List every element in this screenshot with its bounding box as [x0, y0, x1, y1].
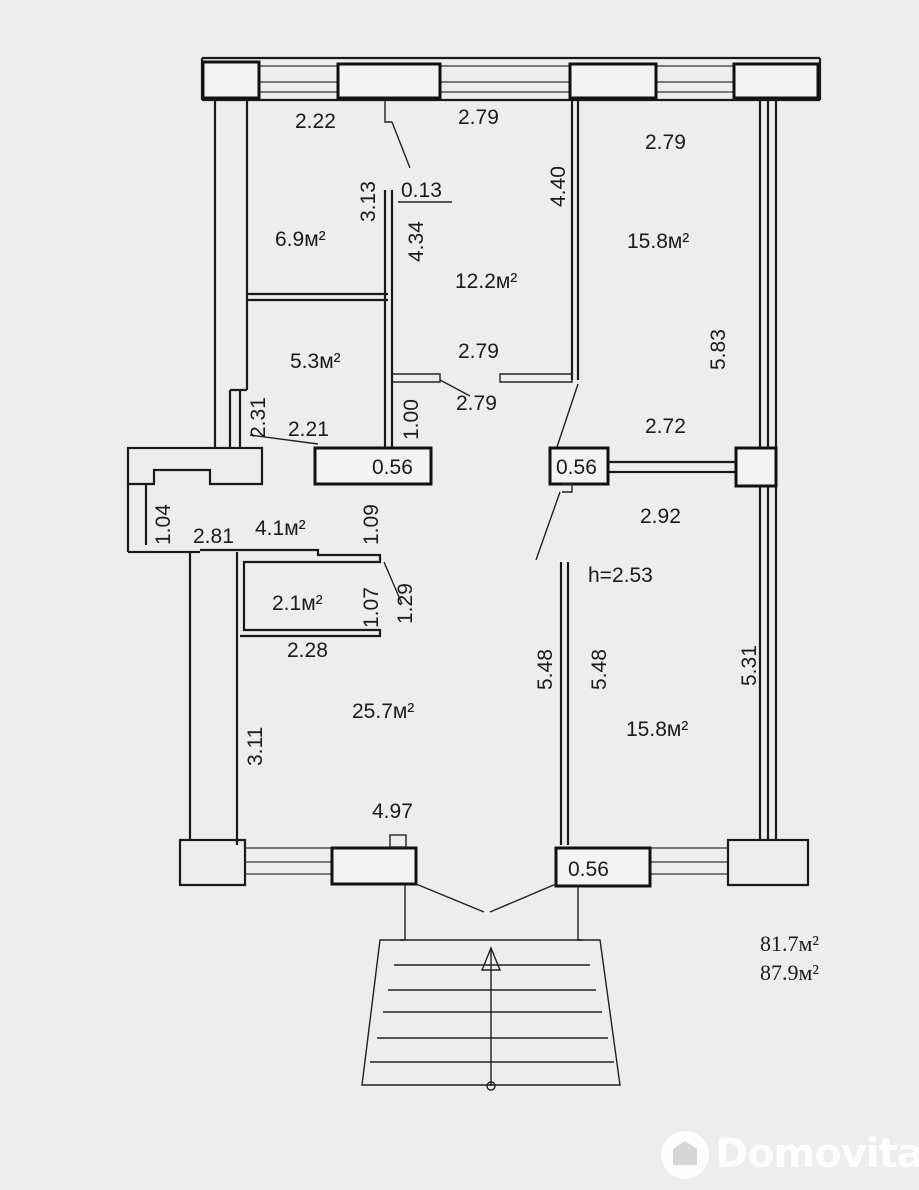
dimension-label: 2.21: [288, 418, 329, 441]
watermark-text: Domovita: [715, 1131, 919, 1177]
room-area-label: 15.8м²: [626, 718, 688, 741]
area-totals: 81.7м² 87.9м²: [760, 931, 819, 985]
dimension-label: 2.79: [456, 392, 497, 415]
room-labels: 6.9м² 12.2м² 15.8м² 5.3м² 4.1м² 2.1м² 25…: [255, 228, 689, 741]
dimension-label: 2.92: [640, 505, 681, 528]
ceiling-height-label: h=2.53: [588, 564, 653, 587]
dimension-label: 1.09: [360, 504, 383, 545]
dimension-label: 2.79: [458, 106, 499, 129]
dimension-label: 1.00: [400, 399, 423, 440]
dimension-label: 5.48: [534, 649, 557, 690]
dimension-label: 0.56: [556, 456, 597, 479]
room-area-label: 15.8м²: [627, 230, 689, 253]
room-area-label: 25.7м²: [352, 700, 414, 723]
room-area-label: 12.2м²: [455, 270, 517, 293]
interior-walls: [200, 100, 736, 913]
dimension-label: 2.79: [645, 131, 686, 154]
total-area: 87.9м²: [760, 960, 819, 985]
entrance-stairs: [361, 885, 621, 1091]
room-area-label: 2.1м²: [272, 592, 323, 615]
dimension-label: 3.11: [244, 727, 267, 766]
dimension-label: 1.29: [394, 583, 417, 624]
dimension-label: 5.48: [588, 649, 611, 690]
dimension-label: 2.79: [458, 340, 499, 363]
dimension-label: 2.28: [287, 639, 328, 662]
dimension-label: 0.56: [568, 858, 609, 881]
living-area-total: 81.7м²: [760, 931, 819, 956]
dimension-label: 2.81: [193, 525, 234, 548]
dimension-label: 5.31: [738, 645, 761, 686]
dimension-label: 2.72: [645, 415, 686, 438]
dimension-label: 5.83: [707, 329, 730, 370]
outer-walls: [126, 56, 822, 888]
dimension-label: 0.56: [372, 456, 413, 479]
dimension-label: 4.34: [405, 221, 428, 262]
dimension-label: 2.31: [247, 397, 270, 438]
dimension-label: 4.40: [547, 166, 570, 207]
dimension-label: 0.13: [401, 179, 442, 202]
dimension-labels: 2.22 2.79 2.79 3.13 0.13 4.34 4.40 5.83 …: [152, 106, 761, 881]
room-area-label: 5.3м²: [290, 350, 341, 373]
domovita-logo-icon: [661, 1131, 709, 1179]
dimension-label: 4.97: [372, 800, 413, 823]
room-area-label: 6.9м²: [275, 228, 326, 251]
room-area-label: 4.1м²: [255, 517, 306, 540]
dimension-label: 2.22: [295, 110, 336, 133]
dimension-label: 1.04: [152, 504, 175, 545]
dimension-label: 1.07: [360, 587, 383, 628]
dimension-label: 3.13: [357, 181, 380, 222]
